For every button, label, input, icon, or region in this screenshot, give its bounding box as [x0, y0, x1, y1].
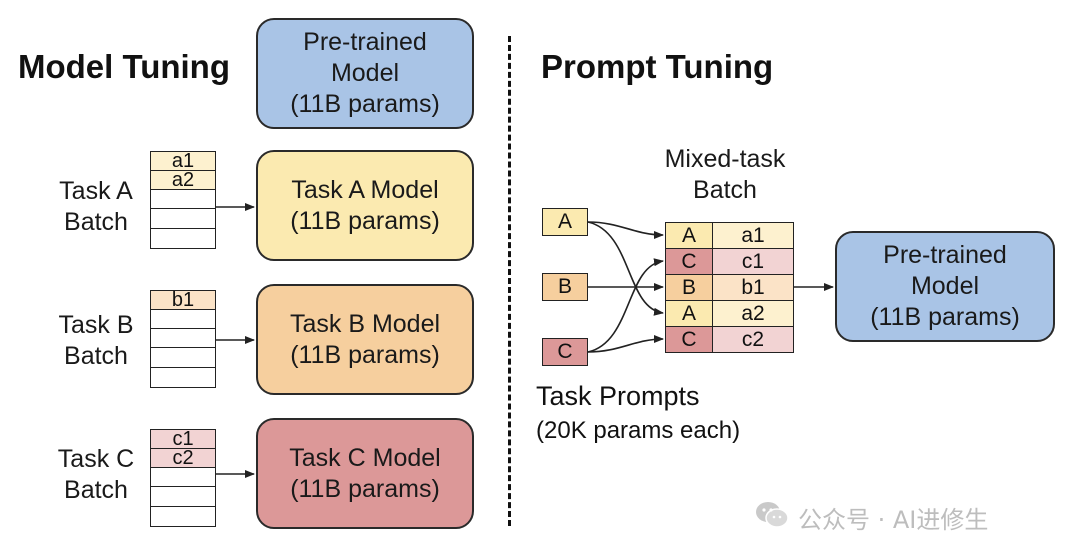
wechat-icon: [754, 500, 790, 530]
mixed-task-batch-label: Mixed-task Batch: [664, 145, 786, 204]
task-prompts-subtitle: (20K params each): [536, 417, 741, 444]
pretrained-model-box-right: Pre-trained Model (11B params): [835, 231, 1055, 342]
task-prompt-a: A: [542, 208, 588, 236]
prompt-tuning-heading: Prompt Tuning: [541, 48, 774, 85]
model-tuning-heading: Model Tuning: [18, 48, 231, 85]
task-b-batch-cell: [150, 367, 216, 388]
task-b-batch-cell: b1: [150, 290, 216, 310]
arrow-prompt-c-row2: [587, 258, 664, 353]
task-c-batch-cell: [150, 506, 216, 527]
task-c-model-box: Task C Model (11B params): [256, 418, 474, 529]
mixed-batch-item-cell: b1: [712, 274, 794, 301]
pretrained-model-box-left: Pre-trained Model (11B params): [256, 18, 474, 129]
arrow-prompt-a-row4: [587, 221, 664, 316]
task-a-batch-label: Task A Batch: [59, 177, 133, 236]
divider-line: [508, 36, 511, 526]
task-b-model-box: Task B Model (11B params): [256, 284, 474, 395]
mixed-batch-item-cell: c2: [712, 326, 794, 353]
arrow-prompt-c-row5: [587, 335, 664, 353]
mixed-batch-task-cell: C: [665, 248, 713, 275]
task-prompt-b: B: [542, 273, 588, 301]
mixed-batch-item-cell: a2: [712, 300, 794, 327]
task-a-batch-cell: a2: [150, 170, 216, 190]
task-c-batch-cell: c2: [150, 448, 216, 468]
task-c-batch-label: Task C Batch: [57, 445, 135, 504]
arrow-prompt-a-row1: [587, 221, 664, 239]
task-a-batch-cell: [150, 228, 216, 249]
task-a-model-box: Task A Model (11B params): [256, 150, 474, 261]
watermark-text: 公众号 · AI进修生: [798, 506, 989, 534]
mixed-batch-item-cell: a1: [712, 222, 794, 249]
mixed-batch-task-cell: A: [665, 222, 713, 249]
task-b-batch-label: Task B Batch: [58, 311, 134, 370]
task-prompts-title: Task Prompts: [536, 381, 700, 411]
task-prompt-c: C: [542, 338, 588, 366]
